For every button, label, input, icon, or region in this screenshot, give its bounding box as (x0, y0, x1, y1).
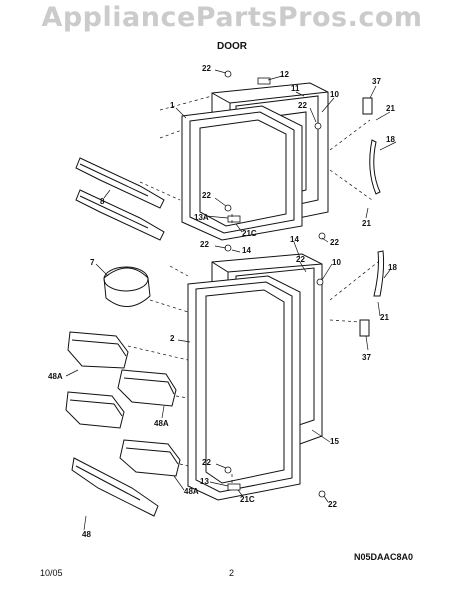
leader-lines (65, 69, 397, 531)
callout-11: 11 (291, 84, 300, 93)
callout-48: 48 (82, 530, 91, 539)
door-bin-3 (65, 391, 125, 429)
callout-48a: 48A (154, 419, 169, 428)
footer-date: 10/05 (40, 568, 63, 578)
door-bottom-shelf (71, 457, 159, 517)
page-title: DOOR (217, 41, 247, 52)
callout-22: 22 (202, 458, 211, 467)
footer-page-number: 2 (229, 568, 235, 578)
assembly-guide-lines (127, 95, 379, 484)
callout-8: 8 (100, 197, 105, 206)
callout-21: 21 (380, 313, 389, 322)
callout-10: 10 (330, 90, 339, 99)
dairy-container (103, 266, 151, 307)
callout-22: 22 (298, 101, 307, 110)
callout-21c: 21C (240, 495, 255, 504)
callout-48a: 48A (48, 372, 63, 381)
callout-21: 21 (362, 219, 371, 228)
callout-22: 22 (200, 240, 209, 249)
callout-21c: 21C (242, 229, 257, 238)
callout-2: 2 (170, 334, 175, 343)
fasteners (224, 70, 326, 498)
callout-18: 18 (388, 263, 397, 272)
callout-13: 13 (200, 477, 209, 486)
callout-1: 1 (170, 101, 175, 110)
callout-22: 22 (202, 191, 211, 200)
callout-21: 21 (386, 104, 395, 113)
callout-37: 37 (362, 353, 371, 362)
callout-18: 18 (386, 135, 395, 144)
freezer-shelves (75, 157, 165, 241)
door-bin-1 (67, 331, 129, 369)
door-bin-2 (117, 369, 177, 407)
callout-37: 37 (372, 77, 381, 86)
diagram-code: N05DAAC8A0 (354, 552, 414, 562)
callout-7: 7 (90, 258, 95, 267)
fresh-food-gasket (187, 275, 301, 501)
callout-22: 22 (328, 500, 337, 509)
callout-14: 14 (290, 235, 299, 244)
callout-22: 22 (202, 64, 211, 73)
callout-48a: 48A (184, 487, 199, 496)
watermark: AppliancePartsPros.com (41, 2, 423, 33)
freezer-gasket (181, 105, 303, 241)
callout-14: 14 (242, 246, 251, 255)
callout-10: 10 (332, 258, 341, 267)
door-bin-4 (119, 439, 181, 477)
callout-13a: 13A (194, 213, 209, 222)
callout-22: 22 (330, 238, 339, 247)
callout-22: 22 (296, 255, 305, 264)
upper-hinge-parts (359, 97, 385, 337)
callout-12: 12 (280, 70, 289, 79)
callout-15: 15 (330, 437, 339, 446)
